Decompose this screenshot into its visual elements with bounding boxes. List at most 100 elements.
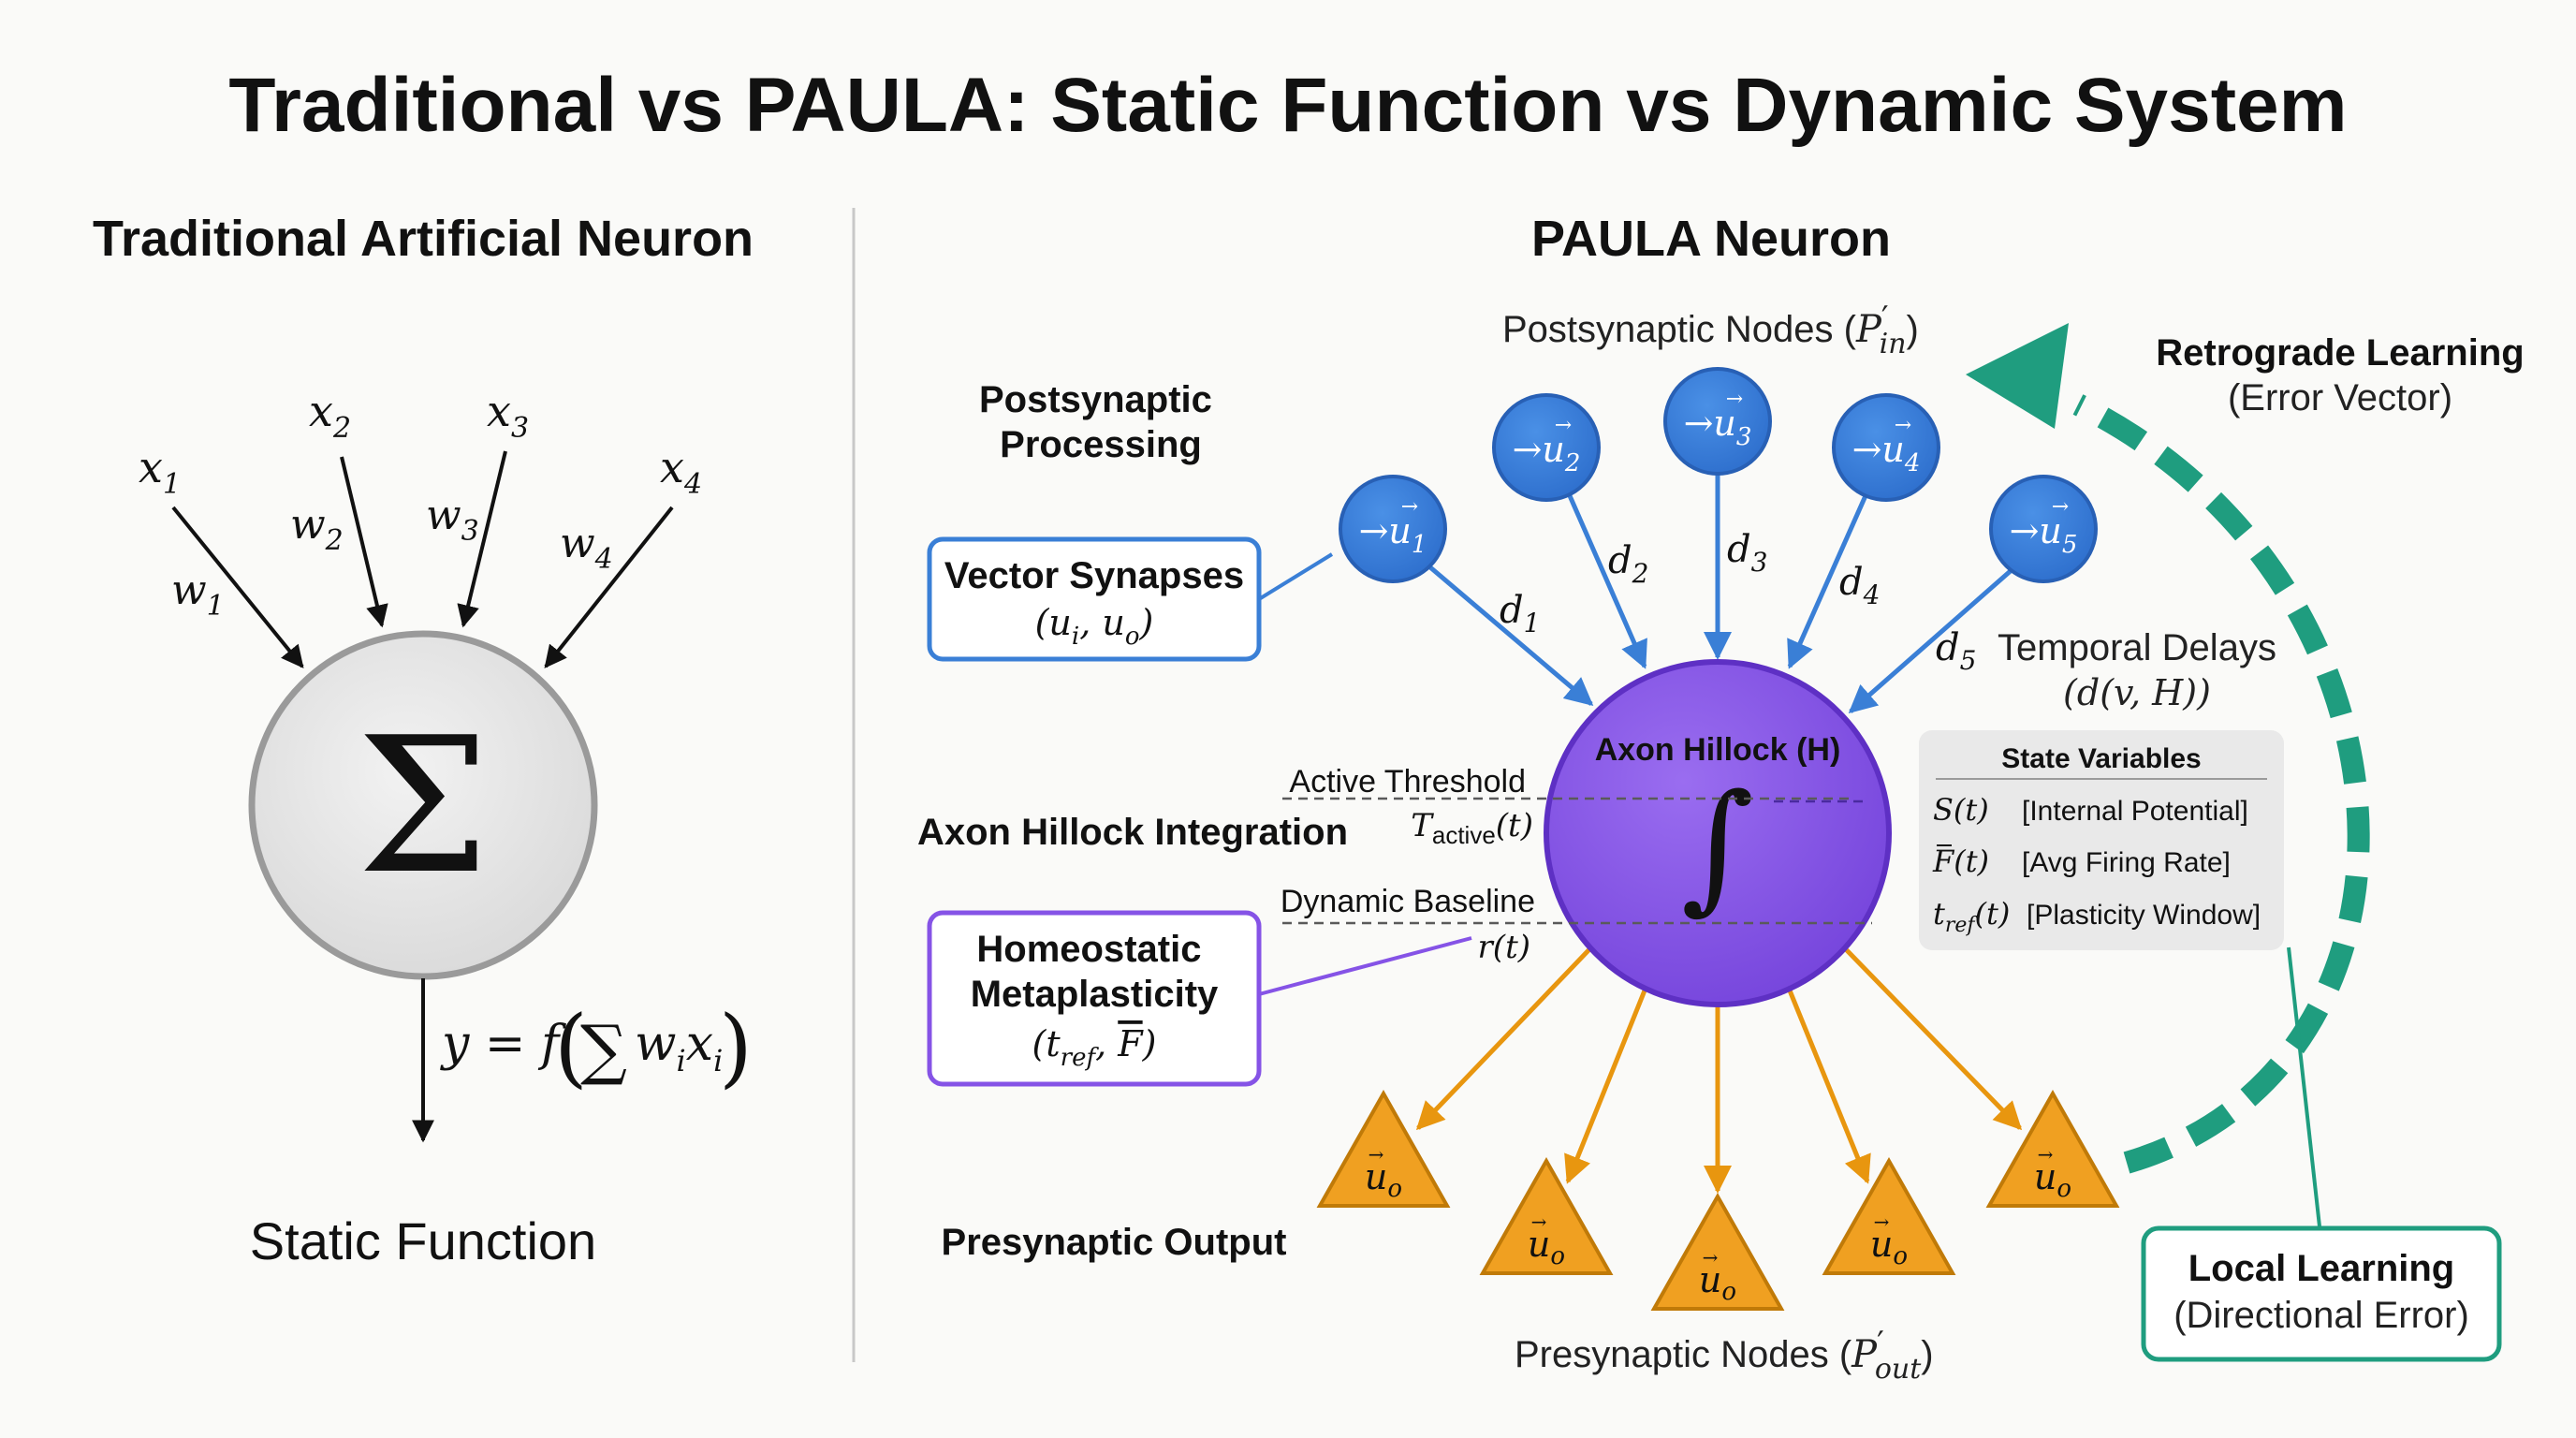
dynamic-baseline-symbol: r(t) — [1478, 929, 1530, 966]
retrograde-arrowhead — [1966, 323, 2069, 429]
presynaptic-output-2: uo → — [1479, 1156, 1614, 1275]
input-label-4: x4 — [660, 442, 702, 501]
sigma-symbol: Σ — [357, 697, 489, 916]
state-var-desc-1: [Internal Potential] — [2022, 796, 2248, 827]
svg-text:→: → — [1401, 495, 1418, 519]
activation-formula: y = f ( ∑ wixi ) — [440, 997, 753, 1097]
state-var-desc-2: [Avg Firing Rate] — [2022, 847, 2231, 878]
temporal-delays-formula: (d(v, H)) — [2063, 672, 2211, 713]
delay-arrow-2 — [1565, 490, 1647, 669]
svg-text:): ) — [719, 997, 753, 1097]
local-learning-box — [2141, 1225, 2502, 1362]
dynamic-baseline-label: Dynamic Baseline — [1281, 884, 1535, 919]
homeostatic-connector — [1258, 936, 1472, 996]
traditional-neuron-panel: Traditional Artificial Neuron x1 x2 x3 x… — [93, 211, 754, 1270]
svg-text:→: → — [1555, 414, 1572, 437]
output-arrow-5 — [1842, 946, 2023, 1131]
paula-neuron-panel: PAULA Neuron Postsynaptic Nodes (P′in) P… — [917, 211, 2525, 1386]
vector-synapses-title: Vector Synapses — [944, 555, 1244, 596]
presynaptic-output-label: Presynaptic Output — [942, 1222, 1287, 1263]
input-arrow-4 — [544, 506, 674, 668]
local-learning-sub: (Directional Error) — [2174, 1295, 2469, 1336]
summation-node — [248, 630, 598, 980]
input-label-3: x3 — [487, 386, 529, 445]
svg-text:∑: ∑ — [580, 1011, 627, 1088]
static-function-caption: Static Function — [250, 1211, 596, 1270]
state-variables-panel: State Variables S(t) [Internal Potential… — [1919, 730, 2284, 950]
vector-synapses-formula: (ui, uo) — [1035, 602, 1154, 651]
state-variables-title: State Variables — [2001, 743, 2201, 774]
input-label-2: x2 — [309, 386, 351, 445]
presynaptic-output-5: uo → — [1985, 1089, 2120, 1208]
svg-text:→u1: →u1 — [1359, 510, 1427, 559]
postsynaptic-node-5: →u5 → — [1989, 475, 2098, 583]
postsynaptic-node-2: →u2 → — [1492, 393, 1601, 502]
traditional-heading: Traditional Artificial Neuron — [93, 211, 754, 267]
svg-text:uo: uo — [2034, 1156, 2071, 1203]
svg-text:uo: uo — [1699, 1259, 1736, 1306]
weight-label-3: w3 — [426, 492, 479, 548]
local-learning-connector — [2287, 946, 2321, 1227]
state-var-symbol-2: F(t) — [1932, 844, 1989, 879]
homeostatic-formula: (tref, F) — [1032, 1023, 1157, 1072]
retrograde-arc — [2072, 394, 2370, 1174]
delay-label-1: d1 — [1500, 589, 1540, 638]
presynaptic-output-3: uo → — [1650, 1192, 1785, 1311]
axon-hillock-label: Axon Hillock (H) — [1595, 732, 1841, 768]
delay-label-2: d2 — [1608, 539, 1648, 589]
input-arrow-3 — [457, 450, 507, 628]
svg-text:uo: uo — [1365, 1156, 1402, 1203]
svg-text:→: → — [1874, 1211, 1890, 1233]
active-threshold-label: Active Threshold — [1289, 764, 1526, 800]
state-var-symbol-3: tref(t) — [1933, 896, 2010, 937]
postsynaptic-nodes-label: Postsynaptic Nodes (P′in) — [1502, 300, 1919, 360]
svg-text:y = f: y = f — [440, 1016, 566, 1072]
axon-hillock-integration-label: Axon Hillock Integration — [917, 812, 1348, 853]
input-arrow-2 — [340, 456, 388, 628]
output-arrow-1 — [1415, 946, 1593, 1131]
postsynaptic-node-4: →u4 → — [1832, 393, 1940, 502]
weight-label-4: w4 — [560, 520, 613, 576]
weight-label-1: w1 — [171, 566, 225, 623]
delay-arrow-5 — [1848, 567, 2014, 713]
svg-text:→u3: →u3 — [1684, 403, 1752, 451]
svg-text:→u2: →u2 — [1513, 429, 1581, 477]
output-arrow-4 — [1787, 990, 1871, 1184]
svg-text:→: → — [1703, 1246, 1719, 1269]
axon-hillock-node — [1544, 659, 1892, 1007]
output-arrow-2 — [1564, 990, 1647, 1184]
svg-text:→: → — [1368, 1143, 1384, 1166]
svg-text:→: → — [2038, 1143, 2054, 1166]
svg-text:(: ( — [554, 997, 588, 1097]
input-label-1: x1 — [139, 442, 181, 501]
state-var-desc-3: [Plasticity Window] — [2027, 900, 2261, 931]
input-arrow-1 — [171, 506, 304, 668]
homeostatic-box — [927, 910, 1262, 1087]
integral-symbol: ∫ — [1681, 765, 1754, 928]
delay-label-4: d4 — [1839, 561, 1880, 610]
page-title: Traditional vs PAULA: Static Function vs… — [228, 63, 2347, 148]
svg-text:→: → — [2052, 495, 2069, 519]
svg-text:→: → — [1895, 414, 1911, 437]
svg-text:wixi: wixi — [635, 1016, 723, 1078]
homeostatic-title: Homeostatic Metaplasticity — [971, 929, 1219, 1015]
state-var-symbol-1: S(t) — [1933, 792, 1989, 828]
retrograde-learning-sub: (Error Vector) — [2228, 377, 2452, 418]
vector-synapses-connector — [1257, 552, 1334, 601]
delay-arrow-4 — [1787, 490, 1870, 669]
active-threshold-symbol: Tactive(t) — [1411, 807, 1533, 849]
svg-text:uo: uo — [1870, 1224, 1908, 1270]
delay-label-5: d5 — [1936, 626, 1976, 676]
svg-text:uo: uo — [1528, 1224, 1565, 1270]
delay-label-3: d3 — [1727, 528, 1767, 578]
retrograde-learning-label: Retrograde Learning — [2156, 332, 2524, 374]
presynaptic-output-4: uo → — [1822, 1156, 1956, 1275]
postsynaptic-node-3: →u3 → — [1663, 367, 1772, 476]
weight-label-2: w2 — [290, 501, 344, 557]
svg-text:→u5: →u5 — [2010, 510, 2078, 559]
presynaptic-output-1: uo → — [1316, 1089, 1451, 1208]
paula-heading: PAULA Neuron — [1531, 211, 1891, 267]
presynaptic-nodes-label: Presynaptic Nodes (P′out) — [1515, 1325, 1934, 1386]
postsynaptic-node-1: →u1 → — [1339, 475, 1447, 583]
